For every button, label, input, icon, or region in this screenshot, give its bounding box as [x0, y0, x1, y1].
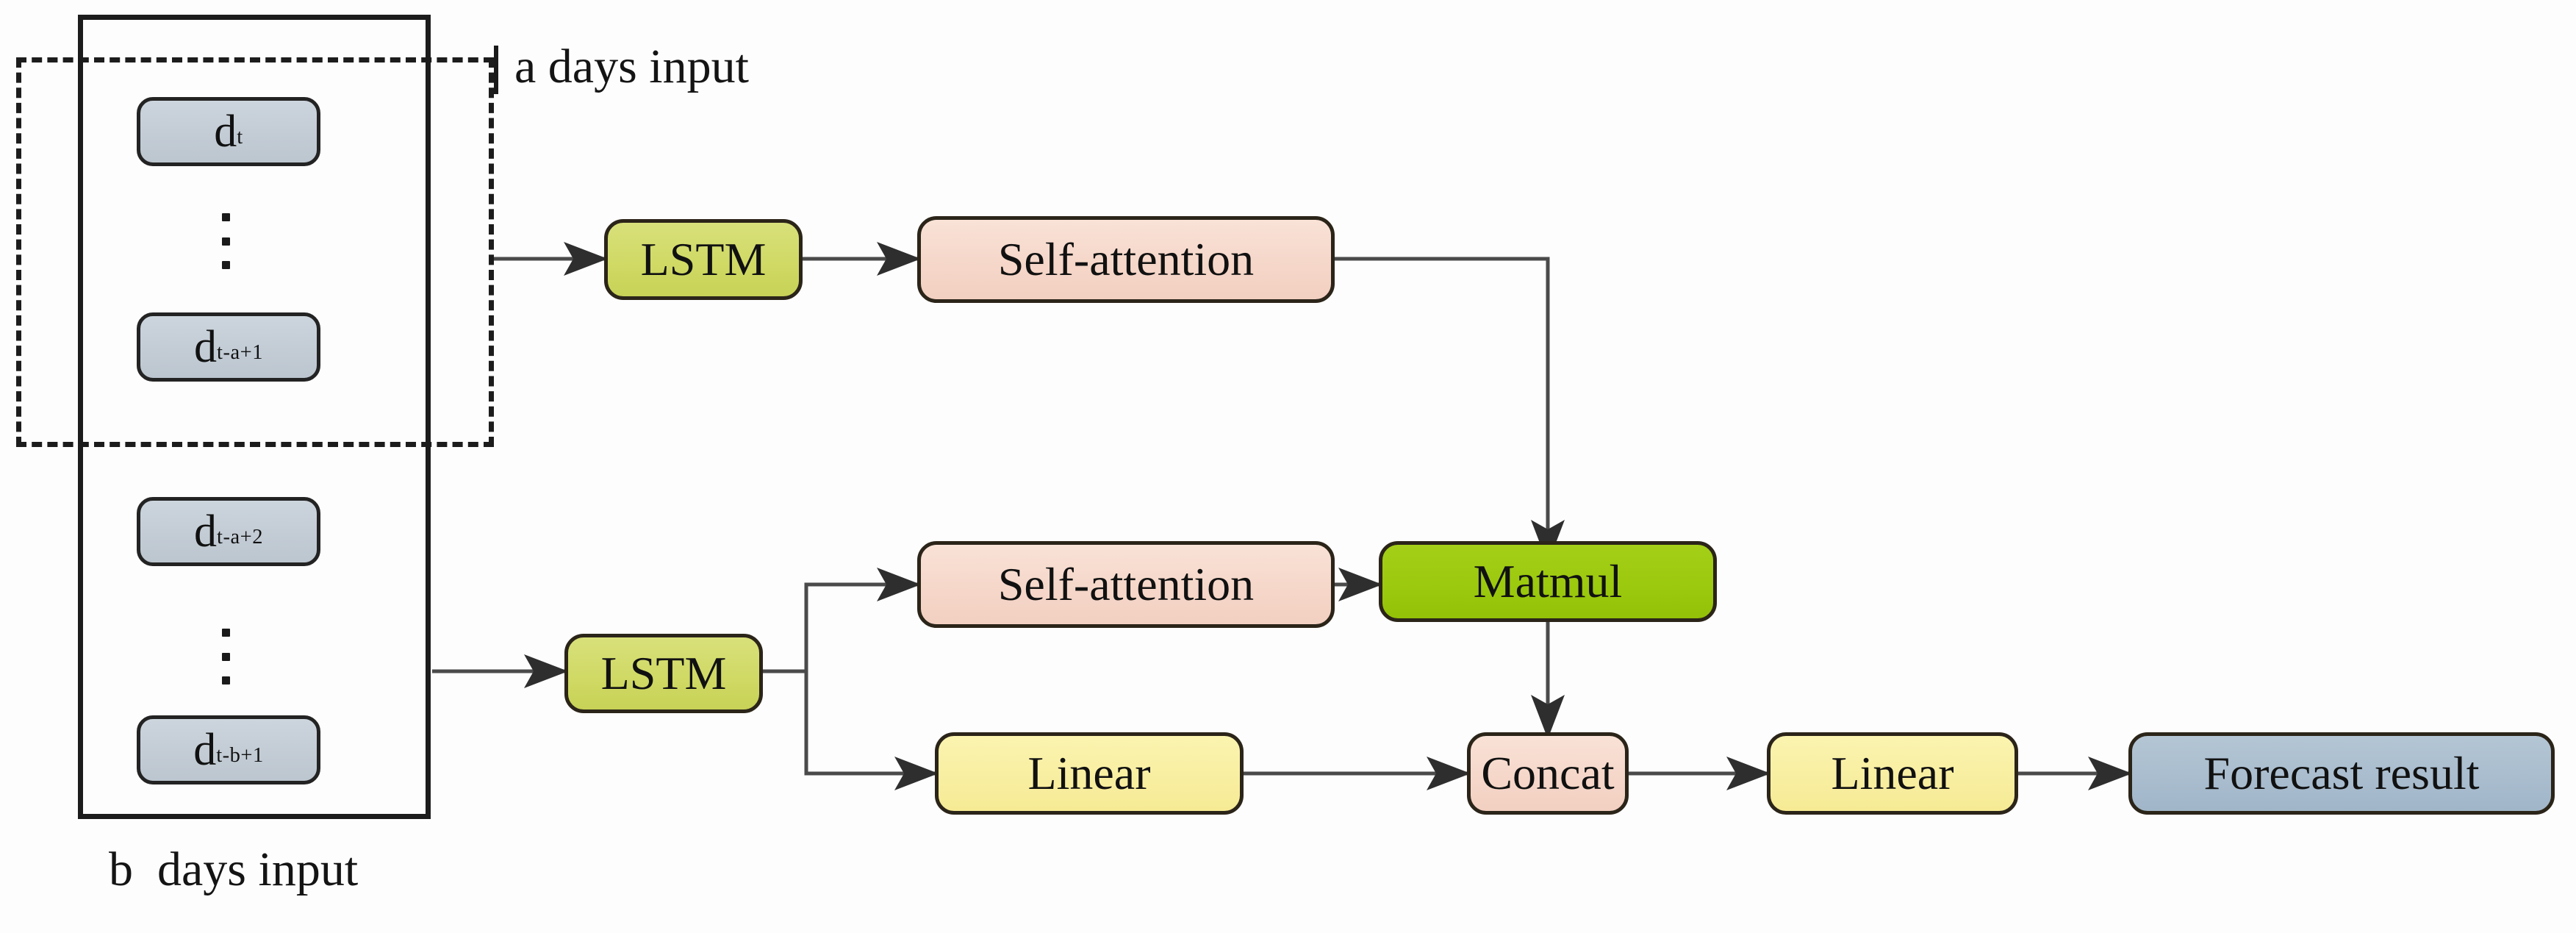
wire-attn-top-to-matmul — [1334, 257, 1565, 564]
node-self-attention-top[interactable]: Self-attention — [917, 216, 1335, 303]
input-label-base: d — [193, 725, 217, 775]
a-days-window-frame — [16, 57, 494, 447]
input-label-base: d — [194, 507, 218, 557]
b-days-window-frame — [78, 15, 431, 819]
input-label-subscript: t-b+1 — [216, 744, 264, 768]
input-label-subscript: t — [237, 126, 243, 149]
input-label-base: d — [214, 107, 237, 157]
node-concat[interactable]: Concat — [1467, 732, 1629, 815]
ellipsis-a-window — [220, 213, 231, 269]
node-forecast-result[interactable]: Forecast result — [2128, 732, 2555, 815]
node-self-attention-bottom[interactable]: Self-attention — [917, 541, 1335, 628]
a-days-label-tick — [494, 46, 498, 94]
wire-split-to-linear-branch — [804, 671, 939, 791]
node-linear-branch[interactable]: Linear — [935, 732, 1244, 815]
input-label-subscript: t-a+1 — [217, 341, 263, 365]
b-days-input-label: b days input — [109, 843, 359, 896]
node-lstm-top[interactable]: LSTM — [604, 219, 803, 300]
node-lstm-bottom[interactable]: LSTM — [564, 634, 763, 713]
node-matmul[interactable]: Matmul — [1379, 541, 1717, 622]
ellipsis-b-window — [220, 629, 231, 684]
a-days-input-label: a days input — [514, 40, 749, 93]
input-label-subscript: t-a+2 — [217, 526, 263, 549]
input-label-base: d — [194, 322, 218, 372]
wire-split-to-attn-bottom — [804, 568, 921, 671]
node-linear-out[interactable]: Linear — [1767, 732, 2018, 815]
